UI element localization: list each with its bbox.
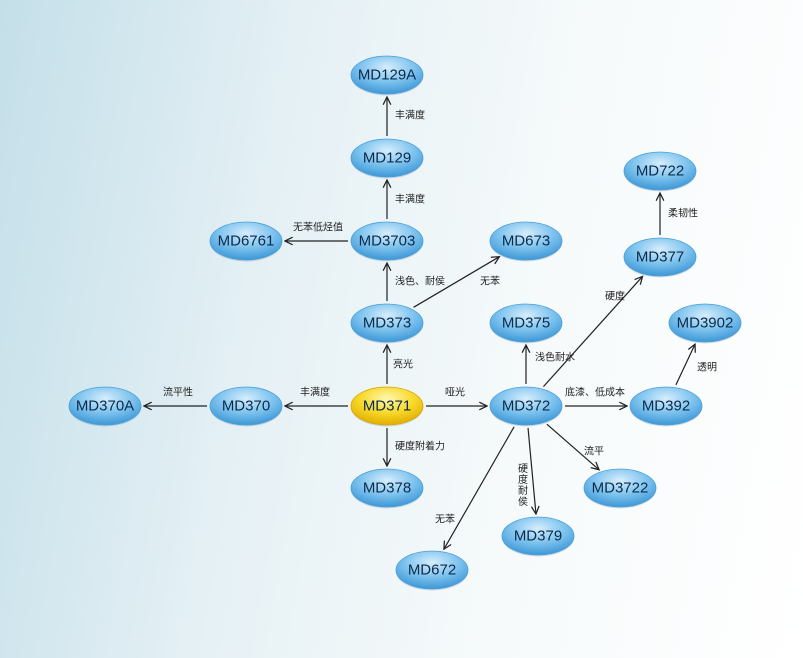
node-label: MD373 [363,315,411,332]
node-ellipse [350,303,424,343]
node-MD3722[interactable]: MD3722 [583,468,657,509]
node-MD370[interactable]: MD370 [209,386,283,427]
node-label: MD673 [502,233,550,250]
node-ellipse [489,386,563,426]
edge-label: 流平 [584,445,604,458]
node-label: MD375 [502,315,550,332]
edge-label: 丰满度 [395,193,425,206]
node-ellipse [68,386,142,426]
edge-label: 柔韧性 [668,207,698,220]
edge-MD372-MD377: 硬度 [542,276,642,388]
node-MD3703[interactable]: MD3703 [350,221,424,262]
node-ellipse [501,516,575,556]
edge-MD3703-MD129: 丰满度 [387,180,425,219]
node-label: MD370A [76,398,134,415]
edge-MD372-MD392: 底漆、低成本 [565,386,627,407]
node-MD392[interactable]: MD392 [629,386,703,427]
node-label: MD379 [514,528,562,545]
edge-label: 无苯 [435,513,455,526]
edge-MD129-MD129A: 丰满度 [387,97,425,136]
node-ellipse [623,237,697,277]
node-label: MD377 [636,249,684,266]
node-label: MD722 [636,163,684,180]
edge-MD371-MD378: 硬度附着力 [387,428,445,466]
node-label: MD372 [502,398,550,415]
node-ellipse [489,303,563,343]
node-MD370A[interactable]: MD370A [68,386,142,427]
node-label: MD129A [358,67,416,84]
edge-label: 浅色耐水 [535,351,575,364]
edge-label: 透明 [697,362,717,374]
edge-label: 亮光 [393,358,413,371]
node-label: MD6761 [218,233,275,250]
edge-MD373-MD673: 无苯 [413,257,500,308]
edge-label: 无苯低烃值 [293,221,343,234]
edge-label: 底漆、低成本 [565,386,625,399]
edge-label: 流平性 [163,386,193,399]
edge-arrow [675,344,695,386]
node-ellipse [623,151,697,191]
edge-MD372-MD379 [527,427,536,514]
node-ellipse [668,303,742,343]
edge-arrow [542,276,642,388]
node-MD6761[interactable]: MD6761 [209,221,283,262]
edge-MD372-MD3722: 流平 [546,423,604,470]
edge-MD371-MD373: 亮光 [387,345,413,384]
node-ellipse [350,468,424,508]
node-ellipse [350,386,424,426]
node-label: MD3902 [677,315,734,332]
node-MD672[interactable]: MD672 [395,550,469,591]
edge-arrow [546,423,599,470]
node-ellipse [350,221,424,261]
edge-MD372-MD375: 浅色耐水 [526,345,575,384]
edge-label: 硬度 [605,290,625,303]
node-label: MD3703 [359,233,416,250]
edge-label: 浅色、耐侯 [395,275,445,288]
node-label: MD378 [363,480,411,497]
edge-MD3703-MD6761: 无苯低烃值 [285,221,348,242]
node-ellipse [350,138,424,178]
node-MD129[interactable]: MD129 [350,138,424,179]
node-label: MD3722 [592,480,649,497]
edge-MD377-MD722: 柔韧性 [660,193,698,235]
edge-MD371-MD370: 丰满度 [285,386,348,407]
node-MD375[interactable]: MD375 [489,303,563,344]
node-ellipse [209,221,283,261]
edge-label: 丰满度 [300,386,330,399]
node-label: MD129 [363,150,411,167]
node-ellipse [209,386,283,426]
node-MD673[interactable]: MD673 [489,221,563,262]
node-ellipse [583,468,657,508]
node-label: MD672 [408,562,456,579]
edge-MD372-MD672: 无苯 [435,426,515,549]
edge-arrow [444,426,515,549]
node-ellipse [395,550,469,590]
node-MD3902[interactable]: MD3902 [668,303,742,344]
node-ellipse [629,386,703,426]
node-MD372[interactable]: MD372 [489,386,563,427]
node-label: MD392 [642,398,690,415]
edge-label: 硬度耐侯 [515,463,527,507]
node-ellipse [489,221,563,261]
node-MD379[interactable]: MD379 [501,516,575,557]
node-label: MD371 [363,398,411,415]
edge-label: 硬度附着力 [395,440,445,453]
edge-arrow [527,427,536,514]
node-MD129A[interactable]: MD129A [350,55,424,96]
edge-MD373-MD3703: 浅色、耐侯 [387,263,445,301]
node-MD373[interactable]: MD373 [350,303,424,344]
edge-label: 哑光 [445,386,465,399]
edge-MD371-MD372: 哑光 [426,386,487,407]
node-ellipse [350,55,424,95]
edge-arrow [413,257,500,308]
node-MD378[interactable]: MD378 [350,468,424,509]
node-label: MD370 [222,398,270,415]
node-MD377[interactable]: MD377 [623,237,697,278]
node-MD722[interactable]: MD722 [623,151,697,192]
edge-label: 丰满度 [395,109,425,122]
edge-MD392-MD3902: 透明 [675,344,717,386]
edge-MD370-MD370A: 流平性 [144,386,207,407]
node-MD371[interactable]: MD371 [350,386,424,427]
edge-label: 无苯 [480,275,500,288]
